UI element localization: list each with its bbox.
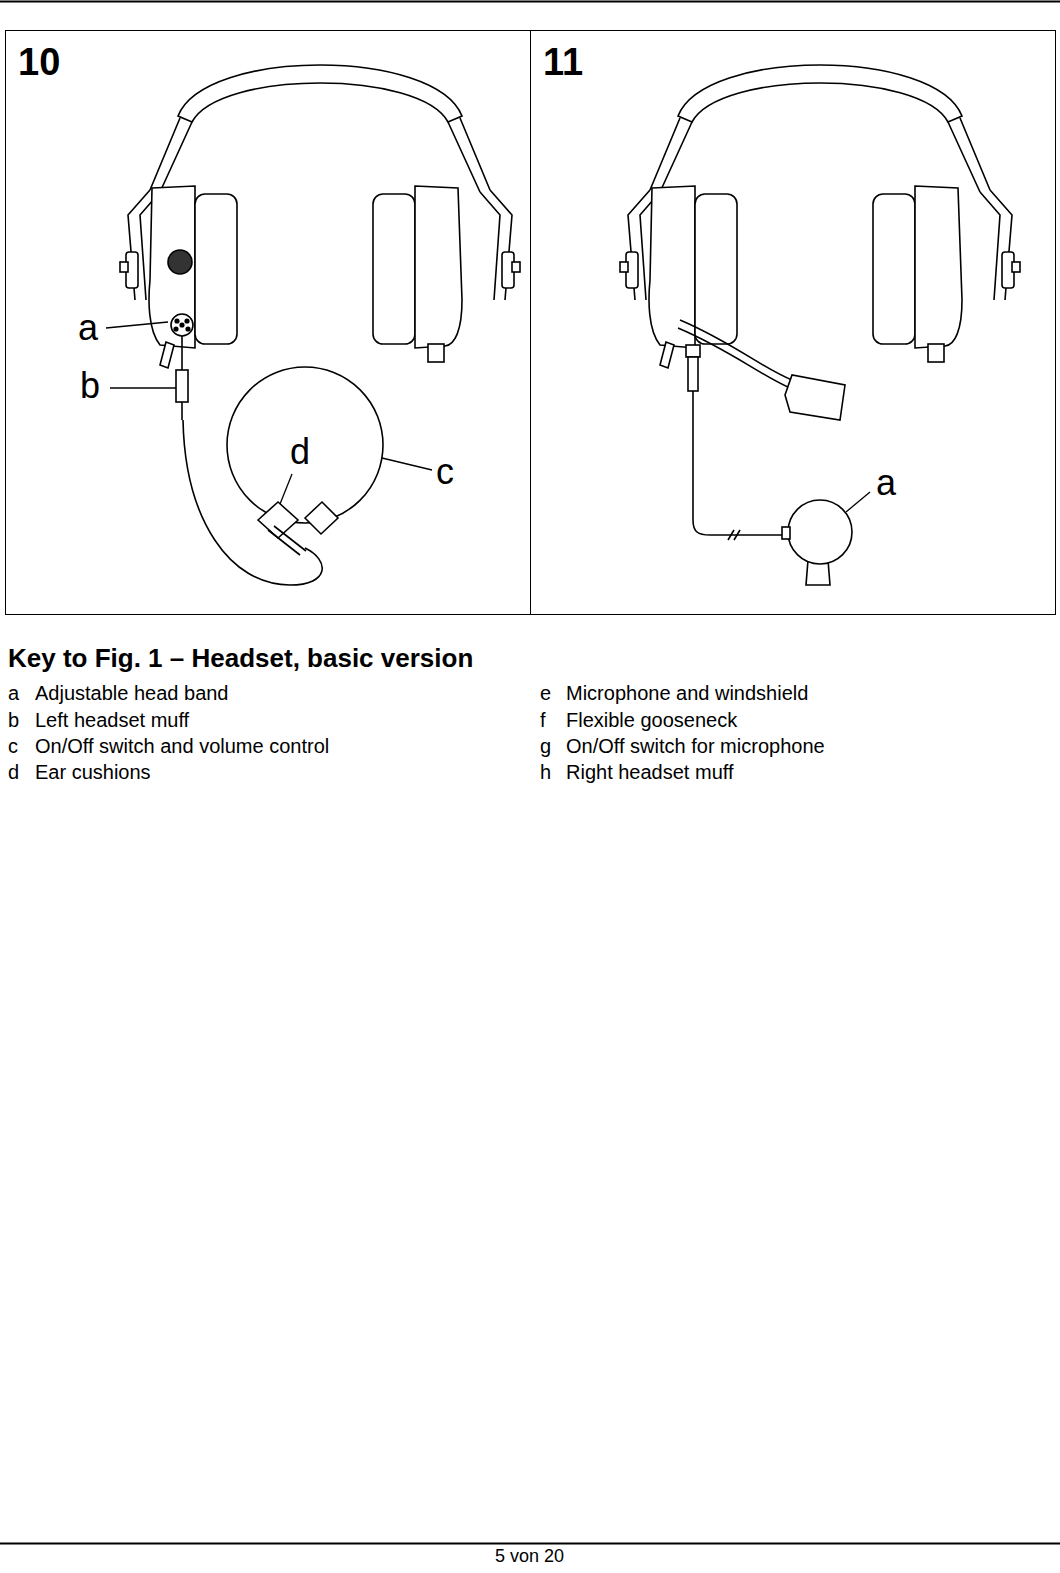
leader-line bbox=[382, 458, 432, 470]
callout-letter: d bbox=[290, 432, 310, 472]
figure-number: 10 bbox=[18, 43, 60, 81]
footer-rule bbox=[0, 1543, 1060, 1545]
callout-letter: a bbox=[876, 463, 896, 503]
key-letter: c bbox=[8, 735, 18, 757]
key-text: On/Off switch for microphone bbox=[566, 735, 825, 757]
figure-number: 11 bbox=[543, 43, 583, 81]
key-letter: b bbox=[8, 709, 19, 731]
page-number: 5 von 20 bbox=[495, 1547, 564, 1567]
key-heading: Key to Fig. 1 – Headset, basic version bbox=[8, 643, 473, 674]
headset-drawing bbox=[620, 65, 1020, 585]
headset-drawing bbox=[120, 65, 520, 585]
key-text: On/Off switch and volume control bbox=[35, 735, 329, 757]
callout-letter: c bbox=[436, 452, 454, 492]
key-letter: a bbox=[8, 682, 19, 704]
key-letter: e bbox=[540, 682, 551, 704]
key-letter: g bbox=[540, 735, 551, 757]
leader-line bbox=[280, 474, 292, 504]
figure-panel: 11 bbox=[530, 30, 1056, 615]
key-text: Adjustable head band bbox=[35, 682, 229, 704]
key-text: Flexible gooseneck bbox=[566, 709, 737, 731]
key-letter: d bbox=[8, 761, 19, 783]
leader-line bbox=[110, 387, 176, 388]
callout-letter: b bbox=[80, 366, 100, 406]
callout-letter: a bbox=[78, 308, 98, 348]
leader-line bbox=[106, 322, 168, 328]
key-text: Left headset muff bbox=[35, 709, 189, 731]
key-text: Microphone and windshield bbox=[566, 682, 808, 704]
key-text: Ear cushions bbox=[35, 761, 151, 783]
key-text: Right headset muff bbox=[566, 761, 734, 783]
key-letter: f bbox=[540, 709, 546, 731]
leader-line bbox=[846, 492, 870, 512]
header-rule bbox=[0, 1, 1060, 3]
key-letter: h bbox=[540, 761, 551, 783]
